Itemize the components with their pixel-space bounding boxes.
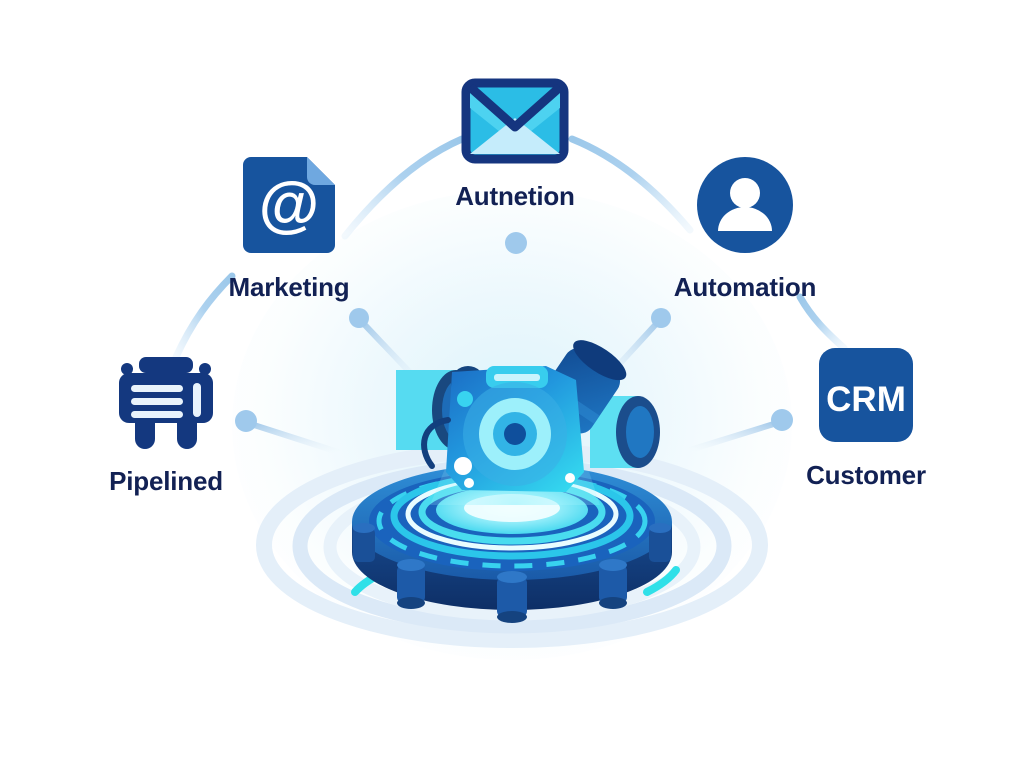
holographic-camera-device [396,340,660,492]
arc-automation-to-customer [796,293,848,352]
node-label-autnetion: Autnetion [455,181,575,211]
node-customer[interactable]: CRM Customer [736,347,996,488]
node-label-pipelined: Pipelined [109,466,223,496]
platform-pegs [353,523,671,623]
peg-far-right [649,523,671,562]
peg-center [497,571,527,623]
at-document-icon: @ [241,155,337,260]
node-label-marketing: Marketing [228,272,350,302]
node-automation[interactable]: Automation [615,155,875,300]
spoke-left [248,421,341,455]
at-glyph: @ [259,170,319,239]
crm-glyph: CRM [826,380,906,419]
camera-body-top-slot-line [494,374,540,381]
dot-upper-right [651,308,671,328]
peg-right [599,559,627,609]
camera-dot-4 [565,473,575,483]
dot-upper-left [349,308,369,328]
node-label-customer: Customer [806,460,926,490]
node-label-automation: Automation [673,272,817,302]
node-arcs [172,135,848,361]
dot-left [235,410,257,432]
connector-dots [235,232,793,432]
arc-marketing-to-autnetion [341,135,466,240]
camera-cable [421,417,451,469]
camera-dot-3 [464,478,474,488]
arc-pipelined-to-marketing [172,272,236,361]
node-pipelined[interactable]: Pipelined [36,355,296,494]
server-machine-icon [113,355,219,454]
camera-dot-1 [457,391,473,407]
peg-far-left [353,523,375,562]
dot-top [505,232,527,254]
dot-right [771,409,793,431]
camera-dot-2 [454,457,472,475]
crm-badge-icon: CRM [818,347,914,448]
arc-autnetion-to-automation [568,135,694,234]
platform-dashed-ring [376,473,648,569]
user-circle-icon [695,155,795,260]
floor-accent-arc-right [643,566,680,596]
envelope-icon [461,78,569,169]
peg-left [397,559,425,609]
node-autnetion[interactable]: Autnetion [385,78,645,209]
spoke-right [687,420,780,453]
camera-lens-pupil [504,423,526,445]
node-marketing[interactable]: @ Marketing [159,155,419,300]
